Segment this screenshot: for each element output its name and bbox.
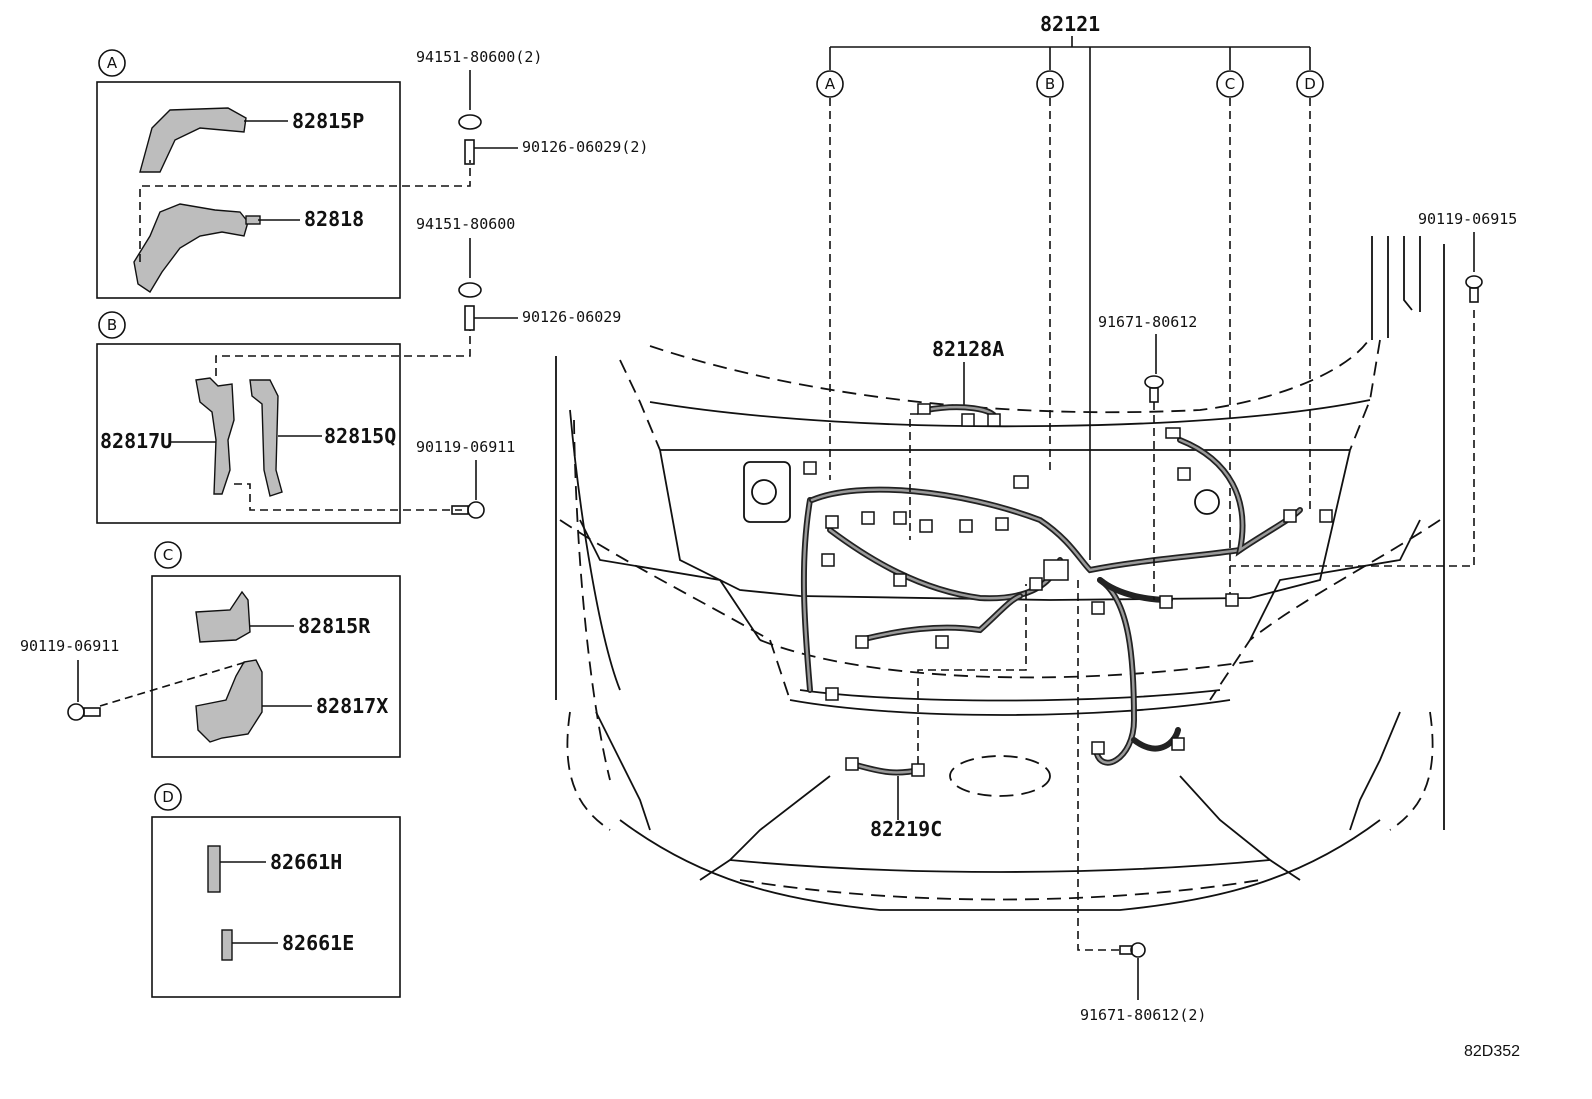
label-bolt-right: 90119-06915 — [1418, 210, 1517, 228]
main-callout-d-circle — [1296, 70, 1324, 98]
callout-d-label: D — [162, 788, 174, 806]
label-82815Q: 82815Q — [324, 424, 396, 448]
bolt-right-icon — [1465, 275, 1483, 289]
clip-bottom: 91671-80612(2) — [1077, 580, 1206, 1024]
clip-bottom-icon — [1130, 942, 1146, 958]
label-clip-bottom: 91671-80612(2) — [1080, 1006, 1206, 1024]
label-82128A: 82128A — [932, 337, 1004, 361]
label-clip-top: 91671-80612 — [1098, 313, 1197, 331]
engine-harness — [800, 427, 1333, 766]
callout-c-label: C — [163, 546, 173, 564]
callout-c-circle — [154, 541, 182, 569]
harness-82219C: 82219C — [845, 584, 1027, 841]
callout-b-circle — [98, 311, 126, 339]
group-c-box — [151, 575, 401, 758]
label-82818: 82818 — [304, 207, 364, 231]
part-82661H-shape — [207, 845, 221, 893]
label-82817U: 82817U — [100, 429, 172, 453]
stud-a-icon — [464, 139, 475, 165]
part-82815P-shape — [139, 107, 247, 173]
group-d-box — [151, 816, 401, 998]
group-d: D 82661H 82661E — [151, 783, 401, 998]
label-82817X: 82817X — [316, 694, 388, 718]
label-stud-a: 90126-06029(2) — [522, 138, 648, 156]
part-82817U-shape — [195, 377, 235, 495]
nut-b-icon — [458, 282, 482, 298]
main-callout-a-label: A — [825, 75, 836, 93]
clip-top: 91671-80612 — [1098, 313, 1197, 600]
fastener-c: 90119-06911 — [20, 637, 119, 721]
main-callout-b-label: B — [1045, 75, 1055, 93]
car-body — [555, 236, 1445, 911]
part-82815Q-shape — [249, 379, 283, 497]
group-c: C 82815R 82817X — [99, 541, 401, 758]
group-b: B 82817U 82815Q — [96, 311, 471, 524]
label-82121: 82121 — [1040, 12, 1100, 36]
label-stud-b: 90126-06029 — [522, 308, 621, 326]
main-callout-d-label: D — [1304, 75, 1316, 93]
group-a-box — [96, 81, 401, 299]
main-callout-c-label: C — [1225, 75, 1235, 93]
label-82219C: 82219C — [870, 817, 942, 841]
bolt-right: 90119-06915 — [1230, 210, 1517, 567]
fasteners-a: 94151-80600(2) 90126-06029(2) — [416, 48, 648, 165]
group-b-box — [96, 343, 401, 524]
part-82818-shape — [133, 203, 249, 293]
part-82817X-shape — [195, 659, 263, 743]
fasteners-b: 94151-80600 90126-06029 90119-06911 — [416, 215, 621, 519]
label-82815P: 82815P — [292, 109, 364, 133]
nut-a-icon — [458, 114, 482, 130]
callout-a-label: A — [107, 54, 118, 72]
main-harness-leaders: 82121 A B C D — [816, 12, 1324, 600]
main-callout-a-circle — [816, 70, 844, 98]
part-82661E-shape — [221, 929, 233, 961]
label-nut-a: 94151-80600(2) — [416, 48, 542, 66]
label-82815R: 82815R — [298, 614, 371, 638]
callout-a-circle — [98, 49, 126, 77]
label-bolt-b: 90119-06911 — [416, 438, 515, 456]
main-callout-b-circle — [1036, 70, 1064, 98]
label-bolt-c: 90119-06911 — [20, 637, 119, 655]
diagram-code: 82D352 — [1464, 1043, 1520, 1060]
bolt-b-icon — [467, 501, 485, 519]
clip-top-icon — [1144, 375, 1164, 389]
group-a: A 82815P 82818 — [96, 49, 471, 299]
callout-d-circle — [154, 783, 182, 811]
label-nut-b: 94151-80600 — [416, 215, 515, 233]
bolt-c-icon — [67, 703, 85, 721]
callout-b-label: B — [107, 316, 117, 334]
part-82815R-shape — [195, 590, 251, 643]
label-82661H: 82661H — [270, 850, 342, 874]
main-callout-c-circle — [1216, 70, 1244, 98]
stud-b-icon — [464, 305, 475, 331]
label-82661E: 82661E — [282, 931, 354, 955]
harness-82128A: 82128A — [909, 337, 1004, 540]
